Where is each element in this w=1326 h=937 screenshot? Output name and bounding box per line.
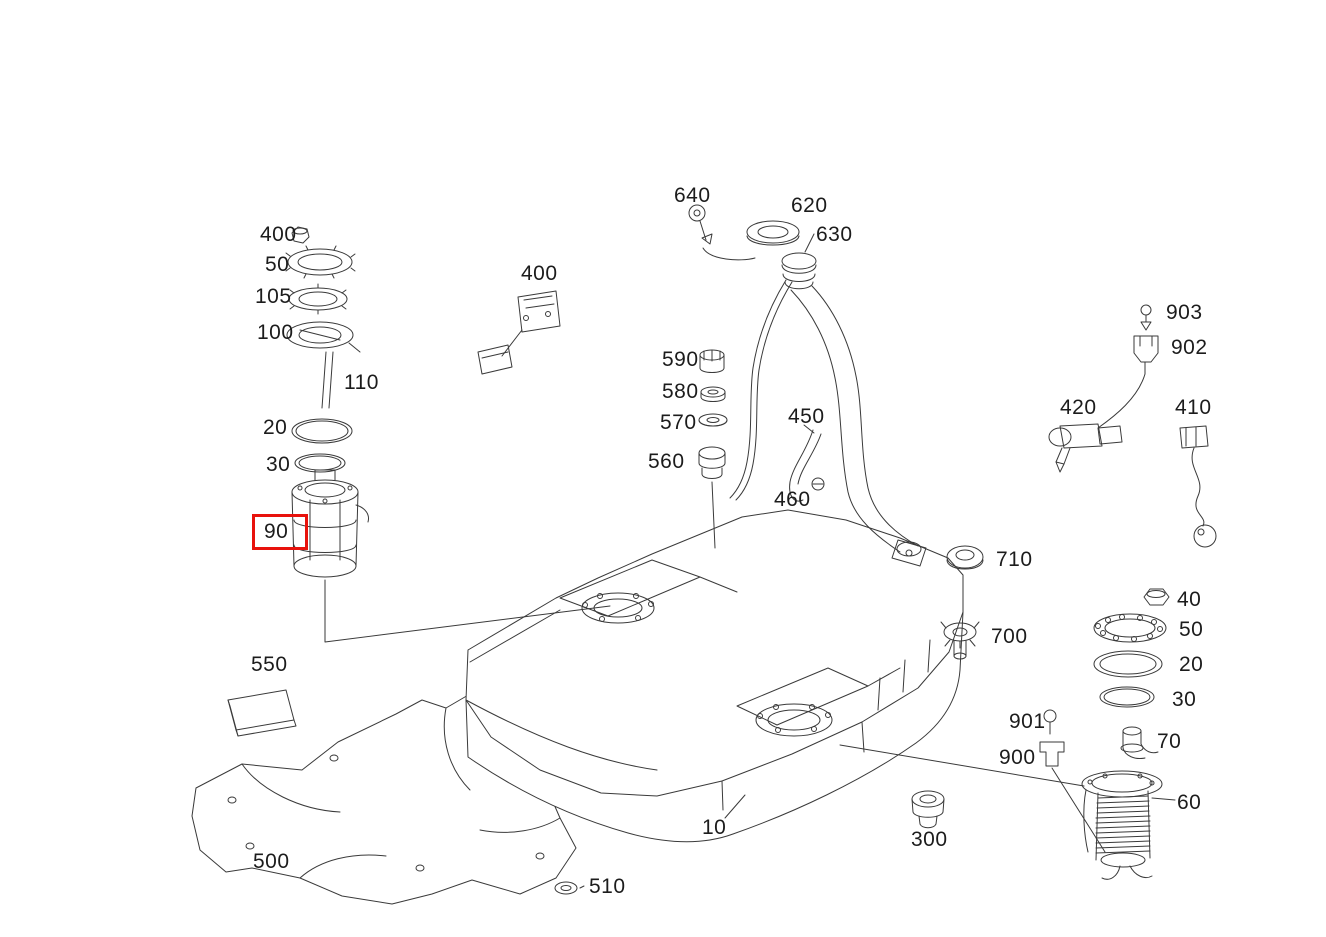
part-label-901-33[interactable]: 901 bbox=[1009, 710, 1046, 733]
part-label-410-28[interactable]: 410 bbox=[1175, 396, 1212, 419]
nut-590-drawing bbox=[699, 349, 725, 373]
part-label-460-20[interactable]: 460 bbox=[774, 488, 811, 511]
bracket-900-drawing bbox=[1039, 741, 1065, 767]
part-label-400-11[interactable]: 400 bbox=[521, 262, 558, 285]
sender-bracket-400-drawing bbox=[477, 290, 561, 375]
part-label-70-35[interactable]: 70 bbox=[1157, 730, 1182, 753]
washer-580-drawing bbox=[700, 386, 726, 402]
pin-901-drawing bbox=[1043, 709, 1057, 735]
grommet-710-drawing bbox=[946, 545, 984, 570]
part-label-510-10[interactable]: 510 bbox=[589, 875, 626, 898]
o-ring-30-right-drawing bbox=[1099, 686, 1155, 708]
part-label-30-32[interactable]: 30 bbox=[1172, 688, 1197, 711]
locking-ring-100-drawing bbox=[286, 321, 361, 353]
fuel-pump-module-60-drawing bbox=[1081, 770, 1163, 880]
part-label-60-36[interactable]: 60 bbox=[1177, 791, 1202, 814]
holder-902-drawing bbox=[1097, 335, 1159, 429]
elbow-70-drawing bbox=[1120, 726, 1159, 759]
part-label-450-19[interactable]: 450 bbox=[788, 405, 825, 428]
seal-ring-20-right-drawing bbox=[1093, 650, 1163, 678]
cap-ring-50-right-drawing bbox=[1093, 613, 1167, 643]
part-label-903-25[interactable]: 903 bbox=[1166, 301, 1203, 324]
part-label-105-2[interactable]: 105 bbox=[255, 285, 292, 308]
nut-40-right-drawing bbox=[1143, 588, 1170, 606]
part-label-90-7[interactable]: 90 bbox=[264, 520, 289, 543]
insulation-pad-drawing bbox=[227, 689, 297, 737]
part-label-560-18[interactable]: 560 bbox=[648, 450, 685, 473]
part-label-570-17[interactable]: 570 bbox=[660, 411, 697, 434]
part-label-500-9[interactable]: 500 bbox=[253, 850, 290, 873]
part-label-20-5[interactable]: 20 bbox=[263, 416, 288, 439]
part-label-20-31[interactable]: 20 bbox=[1179, 653, 1204, 676]
part-label-100-3[interactable]: 100 bbox=[257, 321, 294, 344]
part-label-620-13[interactable]: 620 bbox=[791, 194, 828, 217]
pin-903-drawing bbox=[1140, 304, 1152, 331]
washer-510-drawing bbox=[554, 881, 578, 895]
part-label-40-29[interactable]: 40 bbox=[1177, 588, 1202, 611]
plastic-nut-700-drawing bbox=[940, 621, 980, 660]
sender-cable-410-drawing bbox=[1179, 425, 1217, 548]
part-label-400-0[interactable]: 400 bbox=[260, 223, 297, 246]
cap-ring-50-left-drawing bbox=[285, 245, 356, 279]
part-label-630-14[interactable]: 630 bbox=[816, 223, 853, 246]
vent-hose-drawing bbox=[789, 424, 822, 502]
fuel-tank-drawing bbox=[465, 509, 964, 843]
highlight-box bbox=[252, 514, 308, 550]
part-label-30-6[interactable]: 30 bbox=[266, 453, 291, 476]
valve-420-drawing bbox=[1048, 423, 1123, 473]
part-label-640-12[interactable]: 640 bbox=[674, 184, 711, 207]
washer-570-drawing bbox=[698, 413, 728, 427]
fuel-pump-module-90-drawing bbox=[291, 469, 369, 578]
part-label-902-26[interactable]: 902 bbox=[1171, 336, 1208, 359]
part-label-110-4[interactable]: 110 bbox=[344, 371, 379, 394]
part-label-10-24[interactable]: 10 bbox=[702, 816, 727, 839]
drain-plug-drawing bbox=[911, 790, 945, 829]
part-label-710-21[interactable]: 710 bbox=[996, 548, 1033, 571]
lock-pin-drawing bbox=[688, 204, 756, 261]
o-ring-30-left-drawing bbox=[294, 453, 346, 473]
part-label-300-23[interactable]: 300 bbox=[911, 828, 948, 851]
part-label-900-34[interactable]: 900 bbox=[999, 746, 1036, 769]
hose-clip-drawing bbox=[811, 477, 825, 491]
fuel-cap-drawing bbox=[746, 220, 800, 246]
grommet-560-drawing bbox=[698, 446, 726, 549]
filler-bellows-drawing bbox=[781, 252, 817, 290]
locking-ring-105-drawing bbox=[288, 283, 348, 315]
part-label-420-27[interactable]: 420 bbox=[1060, 396, 1097, 419]
filler-pipe-drawing bbox=[729, 279, 922, 557]
leader-lines bbox=[324, 233, 1176, 889]
part-label-580-16[interactable]: 580 bbox=[662, 380, 699, 403]
part-label-700-22[interactable]: 700 bbox=[991, 625, 1028, 648]
nut-400-left-drawing bbox=[291, 226, 310, 244]
part-label-50-30[interactable]: 50 bbox=[1179, 618, 1204, 641]
part-label-50-1[interactable]: 50 bbox=[265, 253, 290, 276]
seal-ring-20-left-drawing bbox=[291, 418, 353, 444]
rods-110-drawing bbox=[321, 351, 334, 409]
part-label-550-8[interactable]: 550 bbox=[251, 653, 288, 676]
part-label-590-15[interactable]: 590 bbox=[662, 348, 699, 371]
